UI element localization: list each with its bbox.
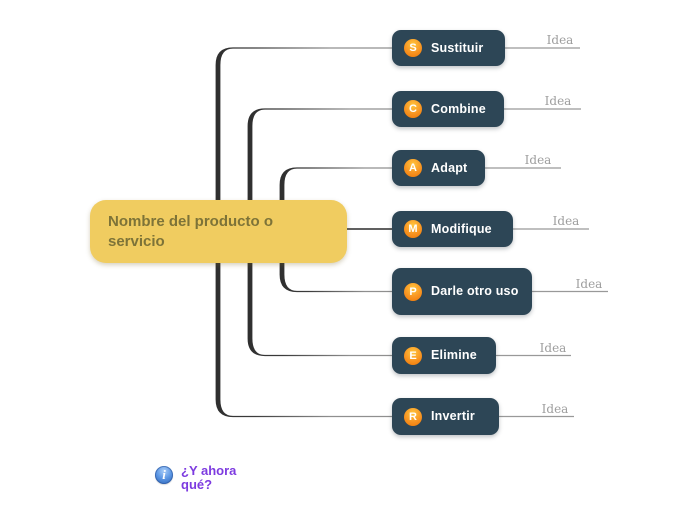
letter-badge-icon: S xyxy=(404,39,422,57)
floating-topic: i ¿Y ahora qué? xyxy=(155,464,253,492)
letter-badge-icon: R xyxy=(404,407,422,426)
topic-label: Combine xyxy=(431,101,486,116)
info-icon[interactable]: i xyxy=(155,466,173,484)
topic-label: Elimine xyxy=(431,348,477,362)
topic-sustituir[interactable]: S Sustituir xyxy=(392,30,505,66)
branch-darle-otro-uso xyxy=(279,262,392,293)
central-topic-label: Nombre del producto o servicio xyxy=(108,212,273,250)
branch-sustituir xyxy=(215,47,392,201)
topic-label: Invertir xyxy=(431,409,475,423)
letter-badge-icon: P xyxy=(404,282,422,301)
topic-invertir[interactable]: R Invertir xyxy=(392,398,499,435)
topic-adapt[interactable]: A Adapt xyxy=(392,150,485,186)
idea-placeholder-darle-otro-uso[interactable]: Idea xyxy=(575,277,603,291)
idea-placeholder-sustituir[interactable]: Idea xyxy=(546,33,574,47)
topic-label: Adapt xyxy=(431,160,468,175)
topic-label: Sustituir xyxy=(431,40,484,55)
floating-topic-label[interactable]: ¿Y ahora qué? xyxy=(181,463,237,492)
topic-elimine[interactable]: E Elimine xyxy=(392,337,496,374)
branch-combine xyxy=(247,108,392,201)
topic-combine[interactable]: C Combine xyxy=(392,91,504,127)
topic-label: Modifique xyxy=(431,221,492,236)
letter-badge-icon: A xyxy=(404,159,422,177)
letter-badge-icon: C xyxy=(404,100,422,118)
topic-modifique[interactable]: M Modifique xyxy=(392,211,513,247)
branch-adapt xyxy=(279,167,392,201)
central-topic[interactable]: Nombre del producto o servicio xyxy=(90,200,347,263)
topic-darle-otro-uso[interactable]: P Darle otro uso xyxy=(392,268,532,315)
idea-placeholder-elimine[interactable]: Idea xyxy=(539,341,567,355)
letter-badge-icon: E xyxy=(404,346,422,365)
branch-invertir xyxy=(215,262,392,418)
topic-label: Darle otro uso xyxy=(431,284,519,298)
idea-placeholder-combine[interactable]: Idea xyxy=(544,94,572,108)
idea-placeholder-adapt[interactable]: Idea xyxy=(524,153,552,167)
branch-elimine xyxy=(247,262,392,357)
idea-placeholder-invertir[interactable]: Idea xyxy=(541,402,569,416)
letter-badge-icon: M xyxy=(404,220,422,238)
idea-placeholder-modifique[interactable]: Idea xyxy=(552,214,580,228)
